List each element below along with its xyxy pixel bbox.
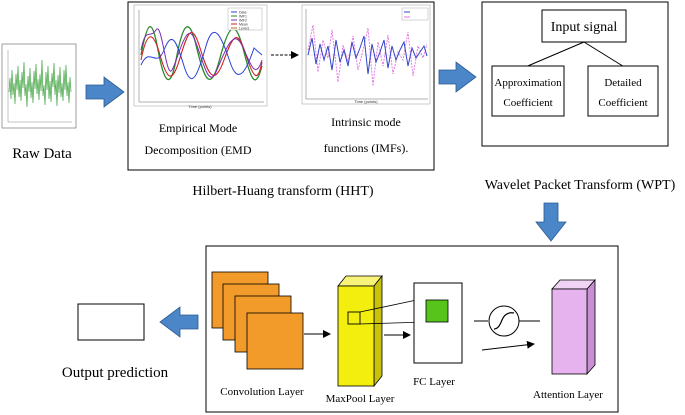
emd-plot: Data IMF1 IMF2 Mean Level1 Time (points) <box>133 4 268 109</box>
wpt-caption: Wavelet Packet Transform (WPT) <box>485 178 676 193</box>
arrow-raw-to-hht <box>85 76 125 108</box>
hht-caption: Hilbert-Huang transform (HHT) <box>192 184 374 199</box>
input-signal-box <box>541 9 627 43</box>
arrow-hht-to-wpt <box>438 61 477 93</box>
maxpool-label: MaxPool Layer <box>326 393 395 405</box>
convolution-stack <box>211 271 304 370</box>
input-signal-label: Input signal <box>551 20 618 35</box>
imf-xlabel: Time (points) <box>354 99 378 104</box>
fc-feature-square <box>425 299 449 323</box>
attention-label: Attention Layer <box>533 389 603 401</box>
approximation-line1: Approximation <box>494 77 562 89</box>
output-label: Output prediction <box>62 365 169 381</box>
output-box <box>77 303 145 341</box>
raw-data-label: Raw Data <box>12 146 72 162</box>
detailed-line2: Coefficient <box>598 97 647 109</box>
tree-edge-left <box>522 41 585 69</box>
arrow-fc-to-attention <box>481 340 535 351</box>
emd-legend-2: IMF1 <box>239 15 247 19</box>
emd-legend-4: Mean <box>239 23 248 27</box>
emd-label-line2: Decomposition (EMD <box>145 143 252 157</box>
raw-signal-line <box>8 59 72 108</box>
arrow-model-to-output <box>159 306 199 338</box>
arrow-wpt-to-model <box>535 202 567 242</box>
emd-legend-5: Level1 <box>239 27 249 31</box>
raw-data-plot <box>1 43 77 129</box>
fc-label: FC Layer <box>413 376 455 388</box>
tree-edge-right <box>583 41 627 69</box>
emd-xlabel: Time (points) <box>188 104 212 109</box>
approximation-box <box>491 65 565 117</box>
emd-label-line1: Empirical Mode <box>159 121 237 135</box>
approximation-line2: Coefficient <box>503 97 552 109</box>
imf-label-line1: Intrinsic mode <box>331 115 401 129</box>
imf-label-line2: functions (IMFs). <box>324 141 409 155</box>
emd-legend-3: IMF2 <box>239 19 247 23</box>
detailed-box <box>587 65 659 117</box>
fc-layer-box <box>413 282 463 364</box>
maxpool-cuboid <box>337 274 383 388</box>
convolution-label: Convolution Layer <box>220 386 304 398</box>
imf-plot: Time (points) <box>301 4 431 105</box>
detailed-line1: Detailed <box>604 77 642 89</box>
emd-legend-1: Data <box>239 11 246 15</box>
attention-cuboid <box>551 278 596 376</box>
activation-symbol <box>474 305 540 337</box>
